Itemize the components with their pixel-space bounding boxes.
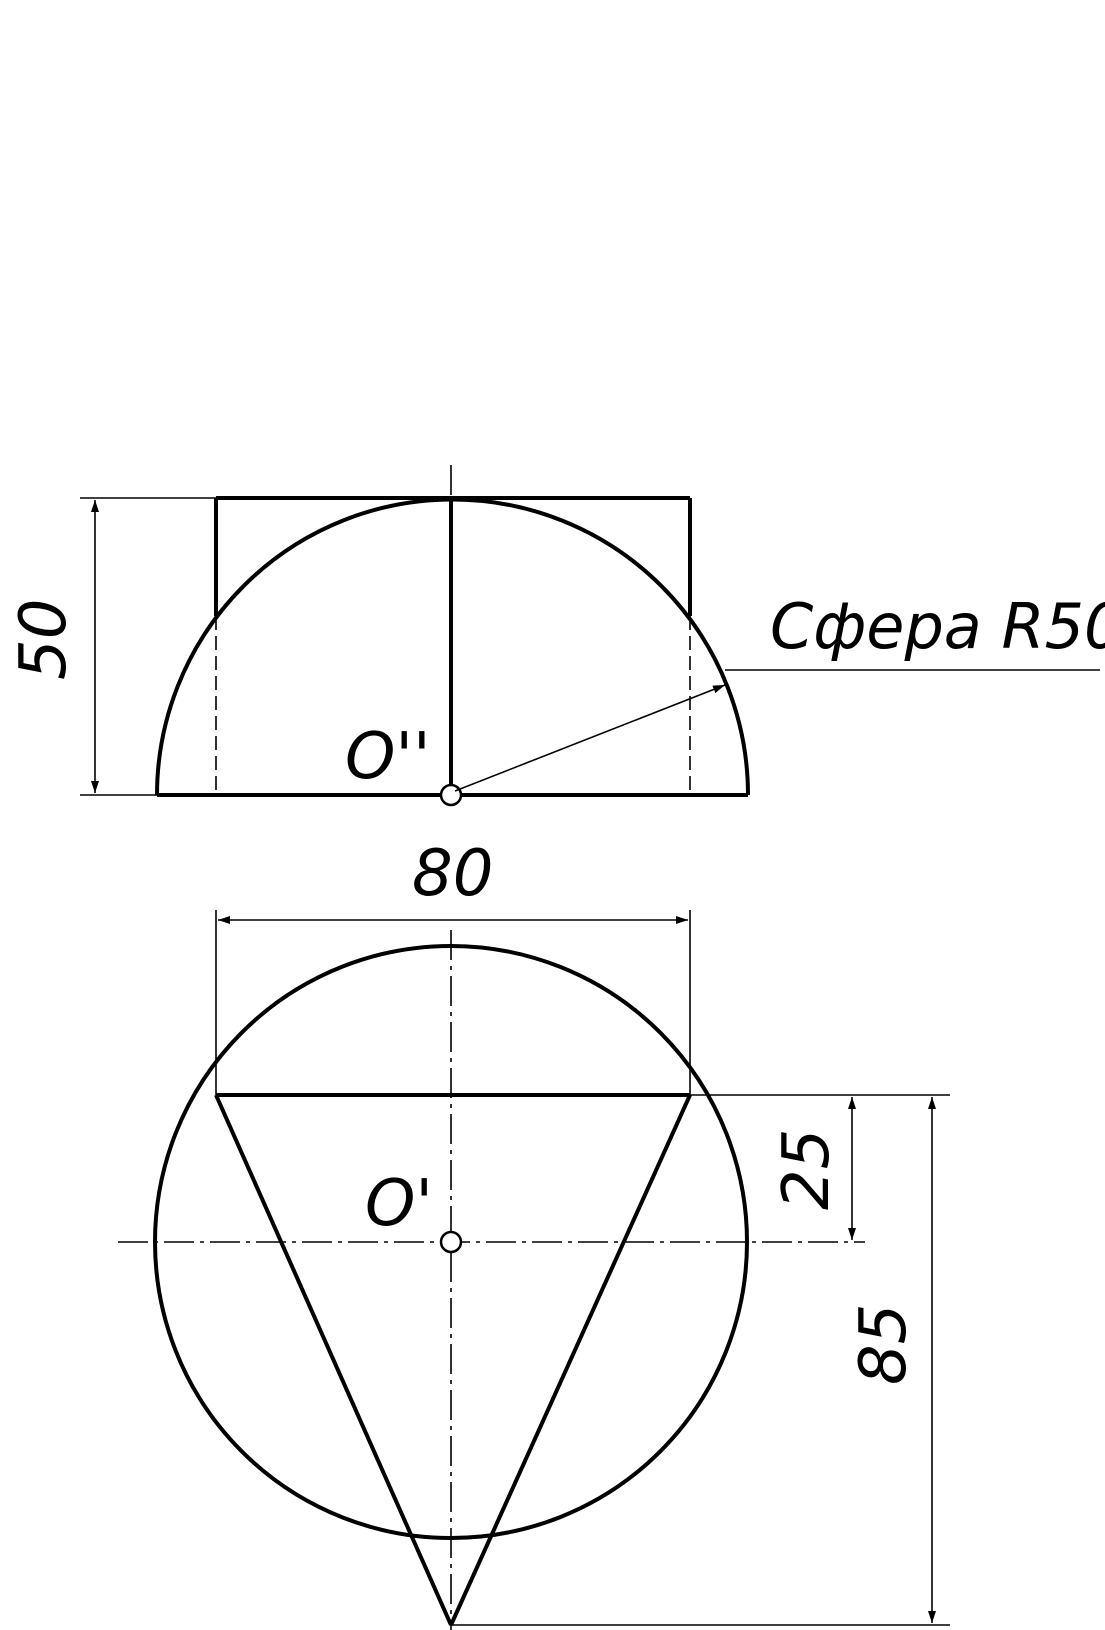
top-view: 80 O' 25 85 bbox=[118, 837, 950, 1630]
dim50-label: 50 bbox=[7, 599, 81, 680]
top-point-label: O' bbox=[365, 1167, 433, 1241]
dim25-label: 25 bbox=[770, 1129, 844, 1210]
dim80-label: 80 bbox=[412, 837, 493, 911]
sphere-outline-circle bbox=[153, 944, 749, 1540]
front-center-point bbox=[439, 783, 463, 807]
front-view: O'' 50 Сфера R50 bbox=[7, 465, 1105, 807]
dim85-label: 85 bbox=[847, 1304, 921, 1385]
top-center-point bbox=[439, 1230, 463, 1254]
radius-label: Сфера R50 bbox=[770, 590, 1105, 663]
triangle-right-edge bbox=[449, 1094, 692, 1626]
triangle-left-edge bbox=[214, 1094, 453, 1626]
front-point-label: O'' bbox=[345, 720, 431, 794]
radius-leader bbox=[454, 684, 726, 792]
